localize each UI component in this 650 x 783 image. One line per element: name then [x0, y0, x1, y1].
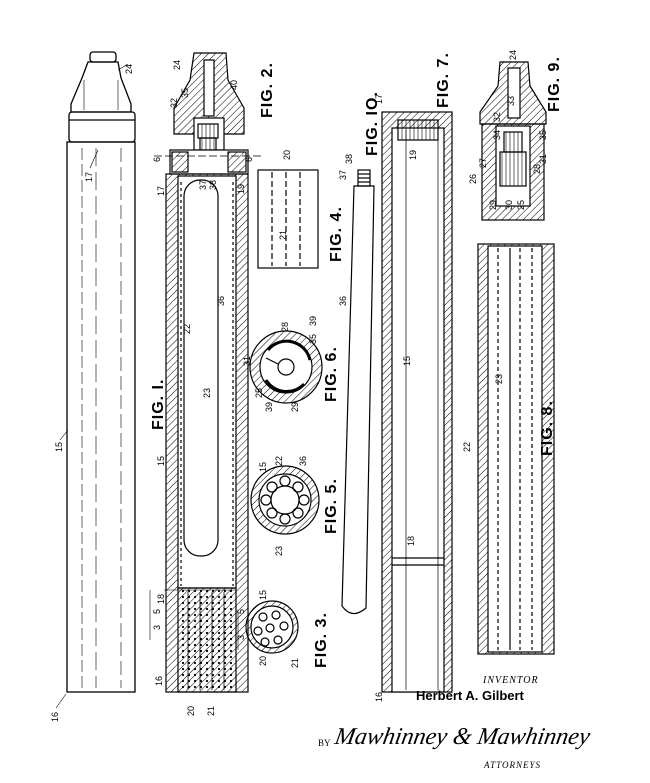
figure-7-tube-section: [381, 111, 453, 693]
ref-29-fig6: 29: [290, 402, 300, 412]
figure-label-9: FIG. 9.: [546, 56, 563, 112]
ref-26-fig9: 26: [468, 174, 478, 184]
ref-24-fig9: 24: [508, 50, 518, 60]
ref-22-fig8: 22: [462, 442, 472, 452]
ref-39-fig6b: 39: [264, 402, 274, 412]
inventor-name: Herbert A. Gilbert: [416, 688, 524, 703]
inventor-label: INVENTOR: [483, 675, 539, 686]
figure-6-valve-section: [249, 330, 323, 404]
ref-37-fig2: 37: [198, 180, 208, 190]
ref-35-fig2: 35: [180, 88, 190, 98]
figure-8-enlarged-wall: [477, 243, 555, 655]
ref-19-fig2: 19: [236, 184, 246, 194]
ref-23-fig8: 23: [494, 374, 504, 384]
ref-20-fig4: 20: [282, 150, 292, 160]
ref-28-fig6: 28: [280, 322, 290, 332]
figure-5-cross-section: [250, 465, 320, 535]
ref-21-fig4: 21: [278, 230, 288, 240]
figure-label-6: FIG. 6.: [323, 346, 340, 402]
ref-21-fig3: 21: [290, 658, 300, 668]
ref-17-fig1: 17: [84, 172, 94, 182]
ref-24-fig2: 24: [172, 60, 182, 70]
leader-lines: [55, 63, 239, 709]
ref-15-fig7: 15: [402, 356, 412, 366]
attorneys-label: ATTORNEYS: [484, 760, 542, 770]
ref-15-fig5: 15: [258, 462, 268, 472]
ref-36-fig10: 36: [338, 296, 348, 306]
ref-34-fig9: 34: [492, 130, 502, 140]
ref-24-fig1: 24: [124, 64, 134, 74]
ref-16-fig7: 16: [374, 692, 384, 702]
ref-39-fig6a: 39: [308, 316, 318, 326]
ref-38-fig2: 38: [208, 180, 218, 190]
ref-16-fig1: 16: [50, 712, 60, 722]
attorney-signature: Mawhinney & Mawhinney: [332, 724, 593, 750]
ref-16-fig2: 16: [154, 676, 164, 686]
ref-35-fig6: 35: [308, 334, 318, 344]
ref-19-fig7: 19: [408, 150, 418, 160]
ref-36-fig5: 36: [298, 456, 308, 466]
ref-37-fig10: 37: [338, 170, 348, 180]
figure-label-1: FIG. I.: [150, 379, 167, 430]
figure-9-cap-detail: [479, 61, 547, 221]
figure-label-2: FIG. 2.: [259, 62, 276, 118]
ref-22-fig2: 22: [182, 324, 192, 334]
ref-22-fig5: 22: [274, 456, 284, 466]
ref-38-fig10: 38: [344, 154, 354, 164]
figure-label-10: FIG. IO.: [364, 91, 381, 156]
figure-label-5: FIG. 5.: [323, 478, 340, 534]
ref-40-fig2: 40: [229, 80, 239, 90]
ref-15-fig2: 15: [156, 456, 166, 466]
ref-17-fig2: 17: [156, 186, 166, 196]
figure-label-3: FIG. 3.: [313, 612, 330, 668]
ref-29-fig9: 29: [488, 200, 498, 210]
ref-20-fig2: 20: [186, 706, 196, 716]
ref-3-right: 3: [236, 635, 246, 640]
figure-3-end-section: [245, 600, 299, 654]
ref-15-fig3: 15: [258, 590, 268, 600]
figure-label-7: FIG. 7.: [435, 52, 452, 108]
ref-33-fig9: 33: [506, 96, 516, 106]
ref-35-fig9: 35: [538, 130, 548, 140]
ref-23-fig2: 23: [202, 388, 212, 398]
ref-27-fig9: 27: [478, 158, 488, 168]
ref-32-fig9: 32: [492, 112, 502, 122]
ref-28-fig9: 28: [532, 164, 542, 174]
ref-31-fig9: 31: [538, 154, 548, 164]
by-label: BY: [318, 738, 331, 748]
ref-18-fig2: 18: [156, 594, 166, 604]
ref-25-fig6: 25: [254, 388, 264, 398]
ref-5-left: 5: [152, 609, 162, 614]
ref-21-fig2: 21: [206, 706, 216, 716]
ref-6a: 6: [152, 157, 162, 162]
figure-2-section: [154, 52, 262, 693]
figure-label-8: FIG. 8.: [539, 400, 556, 456]
ref-36-fig2: 36: [216, 296, 226, 306]
ref-15-fig1: 15: [54, 442, 64, 452]
ref-25-fig9: 25: [516, 200, 526, 210]
figure-label-4: FIG. 4.: [328, 206, 345, 262]
ref-3-left: 3: [152, 625, 162, 630]
figure-10-vial: [341, 169, 375, 615]
ref-17-fig7: 17: [374, 94, 384, 104]
ref-6b: 6: [244, 157, 254, 162]
reference-numerals: 24 17 15 16 24 40 35 32 6 6 37 38 19 17 …: [50, 50, 548, 722]
figure-1-exterior: [66, 51, 136, 693]
ref-20-fig3: 20: [258, 656, 268, 666]
ref-30-fig9: 30: [504, 200, 514, 210]
ref-5-right: 5: [236, 609, 246, 614]
ref-31-fig6: 31: [242, 356, 252, 366]
ref-18-fig7: 18: [406, 536, 416, 546]
figure-4-wick: [257, 169, 319, 269]
ref-32-fig2: 32: [169, 98, 179, 108]
ref-23-fig5: 23: [274, 546, 284, 556]
